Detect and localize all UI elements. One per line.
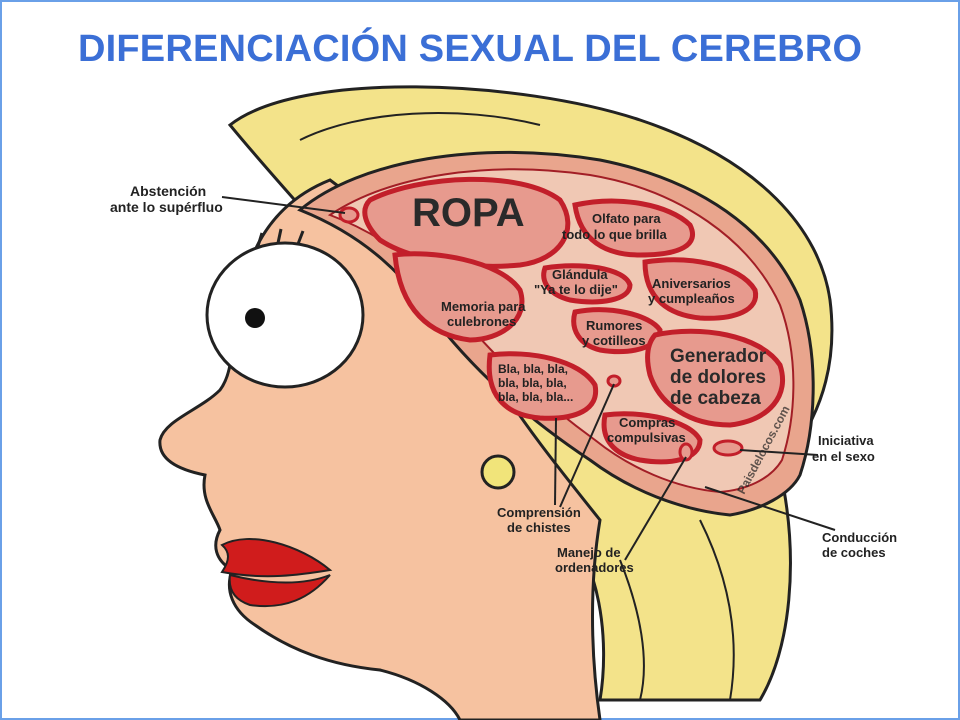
hair-strand: [699, 519, 735, 701]
region-olfato: [572, 198, 695, 258]
hair-strand: [619, 559, 645, 701]
region-ropa: [362, 176, 571, 269]
region-generador: [645, 328, 786, 428]
lips: [220, 538, 333, 608]
label-conduccion: Conducción de coches: [822, 530, 901, 560]
label-iniciativa: Iniciativa en el sexo: [812, 433, 877, 464]
label-compras: Compras compulsivas: [607, 415, 686, 445]
slide-title: DIFERENCIACIÓN SEXUAL DEL CEREBRO: [78, 28, 863, 70]
region-aniversarios: [642, 257, 759, 321]
pointer-lines: [221, 196, 836, 561]
label-comprension: Comprensión de chistes: [497, 505, 584, 535]
label-generador: Generador de dolores de cabeza: [670, 346, 771, 409]
small-regions: [338, 206, 744, 462]
label-ropa: ROPA: [412, 191, 525, 235]
region-memoria: [392, 251, 525, 343]
label-bla: Bla, bla, bla, bla, bla, bla, bla, bla, …: [498, 362, 573, 404]
label-abstencion: Abstención ante lo supérfluo: [110, 183, 223, 215]
eyelashes: [256, 228, 305, 247]
label-manejo: Manejo de ordenadores: [555, 545, 634, 575]
earring: [480, 454, 516, 490]
label-glandula: Glándula "Ya te lo dije": [534, 267, 618, 297]
label-rumores: Rumores y cotilleos: [582, 318, 646, 348]
hair-strand: [299, 112, 541, 141]
brain-regions: [362, 176, 786, 465]
label-memoria: Memoria para culebrones: [441, 299, 529, 329]
region-bla: [486, 351, 599, 421]
eye-pupil: [245, 308, 265, 328]
eye-white: [205, 241, 365, 389]
label-olfato: Olfato para todo lo que brilla: [562, 211, 667, 242]
label-aniversarios: Aniversarios y cumpleaños: [648, 276, 735, 306]
region-glandula: [541, 263, 633, 305]
